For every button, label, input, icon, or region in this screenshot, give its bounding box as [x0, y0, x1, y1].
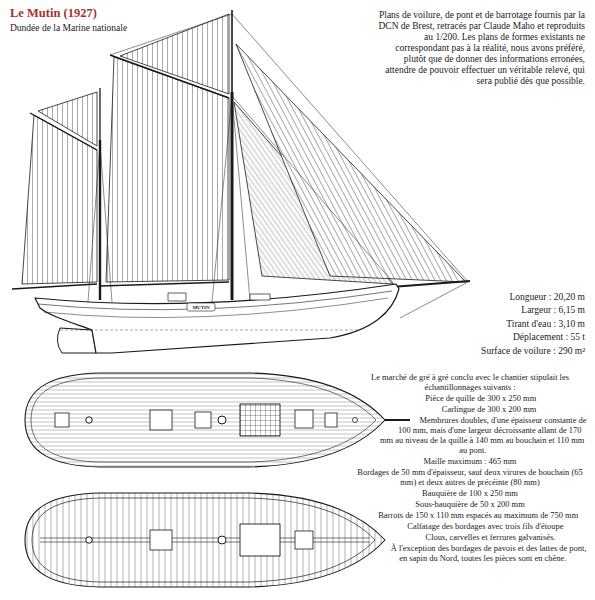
hatch — [295, 410, 313, 428]
rubbing-strake — [44, 298, 388, 318]
title: Le Mutin (1927) — [10, 6, 97, 21]
dimension: Surface de voilure : 290 m² — [400, 345, 585, 358]
main-boom — [100, 282, 229, 286]
hatch — [150, 410, 172, 430]
rudder — [57, 328, 96, 353]
mizzen-gaff — [30, 113, 97, 150]
dimension: Longueur : 20,20 m — [400, 291, 585, 304]
hull-profile — [35, 284, 399, 353]
subtitle: Dundée de la Marine nationale — [10, 23, 270, 34]
hull-name-block: MUTIN — [187, 304, 215, 311]
framing-plan — [25, 493, 385, 587]
main-mast — [231, 92, 234, 300]
specification: Maille maximum : 465 mm — [352, 456, 588, 466]
specification: Clous, carvelles et ferrures galvanisés. — [352, 532, 588, 542]
mizzen-boom — [12, 284, 97, 289]
mizzen-topmast — [99, 88, 100, 144]
sail-plan — [12, 10, 470, 353]
specification: À l'exception des bordages de pavois et … — [352, 543, 588, 563]
hatch — [55, 413, 69, 427]
source-note-block: Plans de voilure, de pont et de barrotag… — [372, 10, 585, 87]
specification: Pièce de quille de 300 x 250 mm — [352, 393, 588, 403]
main-gaff — [110, 55, 229, 98]
name-plaque — [187, 303, 215, 311]
main-topmast — [231, 10, 233, 96]
deckhouse — [168, 293, 186, 301]
waterline — [60, 330, 360, 331]
deck-plan — [25, 373, 410, 467]
dimension: Largeur : 6,15 m — [400, 304, 585, 317]
mizzen-mast-partner — [86, 537, 92, 543]
jib — [236, 44, 466, 282]
specification: Carlingue de 300 x 200 mm — [352, 404, 588, 414]
main-mast-partner — [218, 536, 226, 544]
specification: Bauquière de 100 x 250 mm — [352, 488, 588, 498]
dimension-block: Longueur : 20,20 mLargeur : 6,15 mTirant… — [400, 291, 585, 358]
source-note: Plans de voilure, de pont et de barrotag… — [372, 10, 585, 87]
main-mast-step — [218, 416, 226, 424]
deck-outline — [25, 373, 385, 467]
dimension: Tirant d'eau : 3,10 m — [400, 318, 585, 331]
specification: Barrots de 150 x 110 mm espacés au maxim… — [352, 510, 588, 520]
clamp-line — [32, 498, 375, 582]
specification: Le marché de gré à gré conclu avec le ch… — [352, 372, 588, 392]
mizzen-sail — [22, 115, 97, 284]
specification: Bordages de 50 mm d'épaisseur, sauf deux… — [352, 467, 588, 487]
hatch — [325, 413, 337, 427]
dimension: Déplacement : 55 t — [400, 331, 585, 344]
hatch-opening — [295, 531, 313, 549]
subtitle-block: Dundée de la Marine nationale — [10, 23, 270, 34]
mizzen-mast — [99, 140, 101, 300]
specification: Membrures doubles, d'une épaisseur const… — [352, 415, 588, 455]
specification-block: Le marché de gré à gré conclu avec le ch… — [352, 372, 588, 600]
bulwark-line — [31, 378, 376, 462]
hull-name: MUTIN — [187, 304, 215, 311]
hatch-opening — [150, 530, 172, 550]
specification: Calfatage des bordages avec trois fils d… — [352, 521, 588, 531]
framing-outline — [25, 493, 385, 587]
mizzen-mast-step — [86, 417, 92, 423]
skylight — [250, 294, 270, 300]
windlass — [353, 418, 358, 423]
hatch — [195, 412, 211, 428]
specification: Sous-bauquière de 50 x 200 mm — [352, 499, 588, 509]
deck-grating — [240, 404, 280, 436]
hatch-opening — [240, 524, 280, 556]
